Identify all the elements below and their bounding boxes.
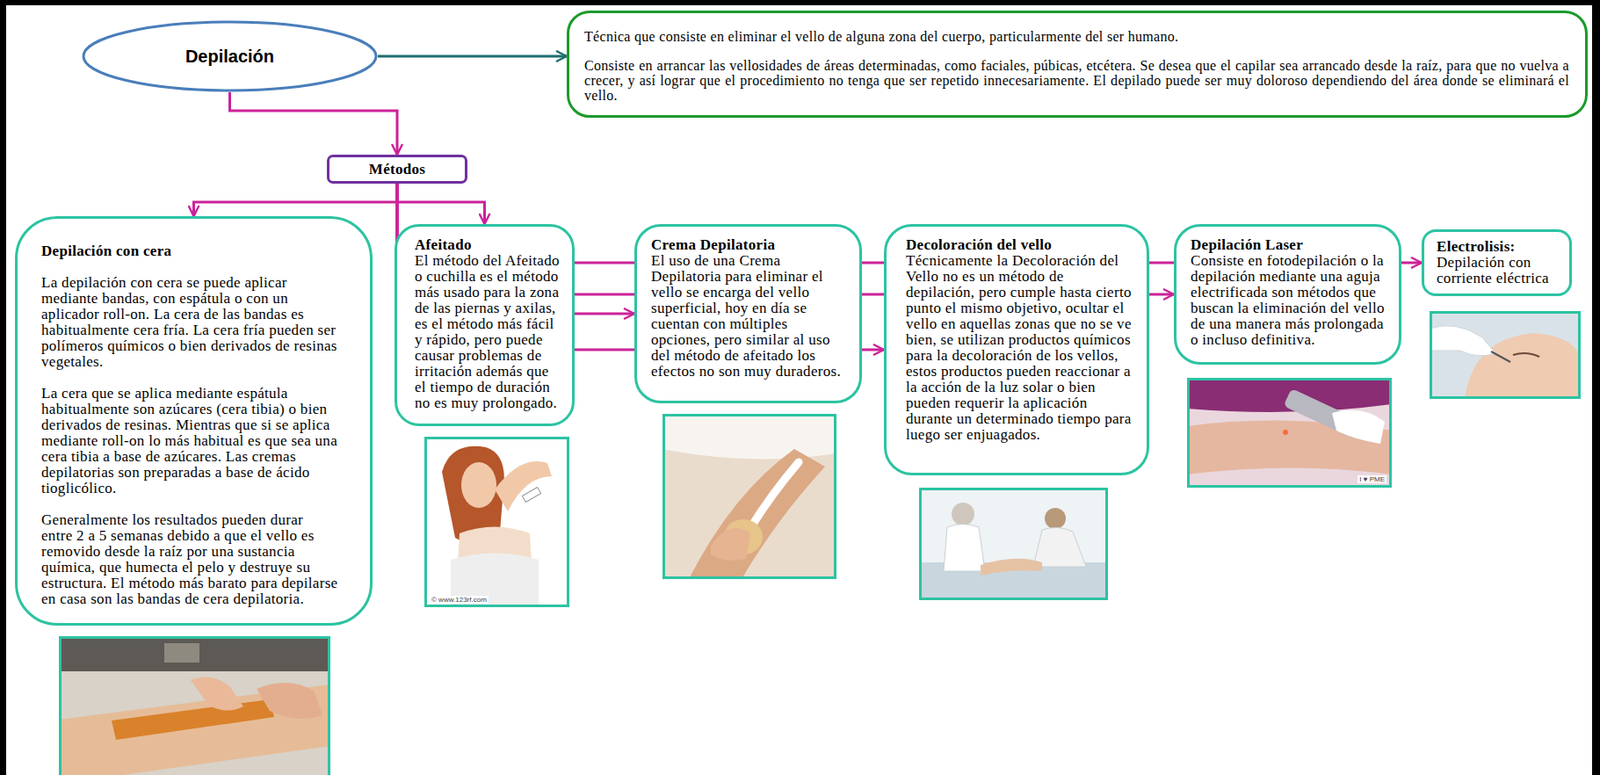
bleach-photo — [919, 487, 1108, 601]
box-text: Técnicamente la Decoloración del Vello n… — [905, 253, 1137, 443]
box-heading: Electrolisis: — [1436, 238, 1563, 255]
watermark: I ♥ PME — [1357, 475, 1387, 484]
box-text: Generalmente los resultados pueden durar… — [41, 512, 339, 608]
electrolysis-illustration — [1429, 311, 1581, 399]
box-text: Depilación con corriente eléctrica — [1436, 254, 1563, 287]
shaving-illustration — [424, 436, 570, 608]
definition-box: Técnica que consiste en eliminar el vell… — [566, 10, 1588, 118]
bleach-illustration — [919, 487, 1108, 601]
connector-arrow — [230, 92, 399, 155]
box-text: El uso de una Crema Depilatoria para eli… — [651, 253, 849, 380]
wax-illustration — [58, 636, 331, 775]
cream-photo — [662, 413, 837, 580]
box-text: La cera que se aplica mediante espátula … — [41, 385, 339, 497]
method-box: Depilación LaserConsiste en fotodepilaci… — [1173, 224, 1402, 365]
laser-photo: I ♥ PME — [1187, 377, 1392, 488]
box-heading: Crema Depilatoria — [651, 237, 849, 254]
box-heading: Depilación con cera — [41, 243, 339, 260]
box-text: La depilación con cera se puede aplicar … — [41, 275, 339, 370]
shaving-photo: © www.123rf.com — [424, 436, 570, 608]
box-heading: Decoloración del vello — [905, 237, 1137, 254]
connector-arrow — [194, 183, 399, 217]
root-ellipse: Depilación — [81, 20, 378, 93]
box-text: Métodos — [369, 161, 426, 178]
method-box: Electrolisis:Depilación con corriente el… — [1421, 229, 1572, 297]
cream-illustration — [662, 413, 837, 580]
connector-arrow — [397, 183, 486, 225]
box-text: El método del Afeitado o cuchilla es el … — [414, 253, 564, 412]
box-text: Consiste en arrancar las vellosidades de… — [584, 57, 1570, 103]
method-box: Depilación con cera La depilación con cer… — [14, 216, 373, 626]
box-text: Consiste en fotodepilación o la depilaci… — [1190, 253, 1389, 348]
method-box: Decoloración del velloTécnicamente la De… — [883, 224, 1150, 476]
laser-illustration — [1187, 377, 1392, 488]
box-text: Depilación — [185, 45, 275, 67]
methods-box: Métodos — [326, 154, 468, 184]
electrolysis-photo — [1429, 311, 1581, 399]
box-heading: Afeitado — [414, 237, 564, 254]
method-box: AfeitadoEl método del Afeitado o cuchill… — [394, 224, 575, 427]
method-box: Crema DepilatoriaEl uso de una Crema Dep… — [634, 224, 862, 404]
box-heading: Depilación Laser — [1190, 237, 1389, 254]
connector-arrow — [377, 55, 567, 58]
watermark: © www.123rf.com — [429, 595, 489, 604]
box-text: Técnica que consiste en eliminar el vell… — [584, 28, 1570, 44]
wax-photo — [58, 636, 331, 775]
